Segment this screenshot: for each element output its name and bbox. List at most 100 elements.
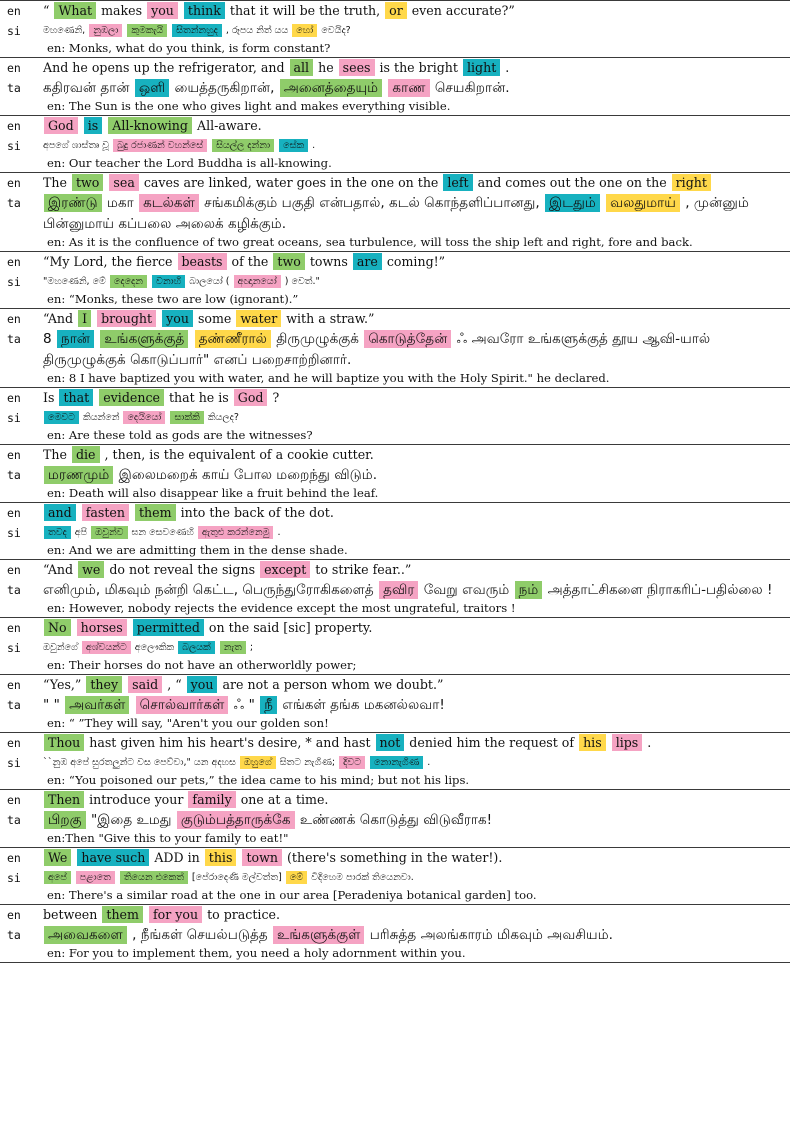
plain-text: இலைமறைக் காய் போல மறைந்து விடும்.	[114, 467, 378, 483]
highlighted-token: தண்ணீரால்	[194, 330, 271, 348]
gloss-row: en: “ ”They will say, "Aren't you our go…	[0, 716, 790, 731]
plain-text: ஃ "	[229, 697, 260, 713]
plain-text	[72, 620, 76, 635]
highlighted-token: අඥානයෝ	[233, 275, 281, 288]
highlighted-token: his	[579, 734, 606, 751]
sentence-text: Thou hast given him his heart's desire, …	[43, 733, 790, 753]
plain-text: between	[43, 907, 102, 922]
plain-text: coming!”	[382, 254, 446, 269]
plain-text	[148, 276, 151, 287]
language-code: en	[7, 448, 21, 462]
plain-text: en: Are these told as gods are the witne…	[47, 428, 313, 442]
highlighted-token: think	[183, 2, 225, 19]
highlighted-token: two	[273, 253, 305, 270]
plain-text: ஃ அவரோ உங்களுக்குத் தூய ஆவி-யால் திருமுழ…	[43, 331, 711, 368]
highlighted-token: Thou	[44, 734, 85, 751]
gloss-row: en: As it is the confluence of two great…	[0, 235, 790, 250]
highlighted-token: ඔවුන්ව	[91, 526, 128, 539]
language-code: si	[7, 526, 21, 540]
language-code: en	[7, 176, 21, 190]
sentence-text: Is that evidence that he is God ?	[43, 388, 790, 408]
plain-text	[77, 505, 81, 520]
highlighted-token: குடும்பத்தாருக்கே	[176, 811, 295, 829]
plain-text: “And	[43, 562, 78, 577]
sentence-row-en: en“And I brought you some water with a s…	[0, 309, 790, 329]
language-code: si	[7, 139, 21, 153]
plain-text: உண்ணக் கொடுத்து விடுவீராக!	[295, 812, 493, 828]
highlighted-token: දිවට	[339, 756, 366, 769]
plain-text: to strike fear..”	[311, 562, 412, 577]
example-group: en“ What makes you think that it will be…	[0, 0, 790, 58]
sentence-text: “Yes,” they said , “ you are not a perso…	[43, 675, 790, 695]
highlighted-token: නුඹලා	[89, 24, 123, 37]
highlighted-token: පළාතෙ	[75, 871, 115, 884]
highlighted-token: they	[86, 676, 123, 693]
sentence-text: அவைகளை , நீங்கள் செயல்படுத்த உங்களுக்குள…	[43, 925, 790, 946]
highlighted-token: have such	[77, 849, 150, 866]
sentence-text: and fasten them into the back of the dot…	[43, 503, 790, 523]
plain-text: ``නුඹ අපේ සුරතලුන්ට වස පෙව්වා," යන අදහස	[43, 757, 239, 768]
plain-text: අපි	[71, 527, 91, 538]
gloss-row: en: Monks, what do you think, is form co…	[0, 41, 790, 56]
gloss-row: en: 8 I have baptized you with water, an…	[0, 371, 790, 386]
plain-text: .	[274, 527, 281, 538]
plain-text	[601, 195, 605, 211]
plain-text: denied him the request of	[405, 735, 579, 750]
highlighted-token: හෝ	[292, 24, 318, 37]
highlighted-token: We	[44, 849, 72, 866]
plain-text: en:Then "Give this to your family to eat…	[47, 831, 289, 845]
sentence-text: எனிமும், மிகவும் நன்றி கெட்ட, பெருந்துரோ…	[43, 580, 790, 601]
example-group: en“And I brought you some water with a s…	[0, 309, 790, 388]
plain-text: that it will be the truth,	[225, 3, 385, 18]
plain-text: யைத்தருகிறான்,	[170, 80, 279, 96]
gloss-row: en: The Sun is the one who gives light a…	[0, 99, 790, 114]
highlighted-token: family	[188, 791, 236, 808]
plain-text: “Yes,”	[43, 677, 86, 692]
plain-text: Is	[43, 390, 59, 405]
example-group: en“My Lord, the fierce beasts of the two…	[0, 252, 790, 309]
highlighted-token: them	[134, 504, 176, 521]
language-code: en	[7, 793, 21, 807]
plain-text: .	[309, 140, 316, 151]
plain-text	[383, 80, 387, 96]
sentence-text: between them for you to practice.	[43, 905, 790, 925]
plain-text	[144, 907, 148, 922]
highlighted-token: සේක	[279, 139, 309, 152]
plain-text	[157, 311, 161, 326]
sentence-row-si: si"මහණෙනි, මේ දෙදෙන වනාහි බාලයෝ ( අඥානයෝ…	[0, 272, 790, 292]
plain-text: All-aware.	[192, 118, 262, 133]
plain-text: විදිහෙම පාරක් තියෙනවා.	[308, 872, 414, 883]
highlighted-token: all	[289, 59, 314, 76]
sentence-text: “My Lord, the fierce beasts of the two t…	[43, 252, 790, 272]
plain-text: .	[501, 60, 510, 75]
plain-text: And he opens up the refrigerator, and	[43, 60, 289, 75]
sentence-row-en: en“ What makes you think that it will be…	[0, 1, 790, 21]
highlighted-token: fasten	[81, 504, 129, 521]
highlighted-token: not	[375, 734, 405, 751]
example-group: en“And we do not reveal the signs except…	[0, 560, 790, 618]
language-code: en	[7, 312, 21, 326]
plain-text: අපගේ ශාස්තෘ වූ	[43, 140, 113, 151]
plain-text: to practice.	[203, 907, 280, 922]
plain-text: even accurate?”	[407, 3, 515, 18]
highlighted-token: except	[260, 561, 311, 578]
sentence-text: en: Death will also disappear like a fru…	[43, 486, 790, 501]
highlighted-token: දෙයියෝ	[123, 411, 166, 424]
plain-text: The	[43, 447, 71, 462]
sentence-text: பிறகு "இதை உமது குடும்பத்தாருக்கே உண்ணக்…	[43, 810, 790, 831]
highlighted-token: beasts	[177, 253, 227, 270]
plain-text: சங்கமிக்கும் பகுதி என்பதால், கடல் கொந்தள…	[199, 195, 545, 211]
plain-text: one at a time.	[236, 792, 329, 807]
language-code: ta	[7, 332, 21, 346]
language-code: en	[7, 4, 21, 18]
language-code: ta	[7, 698, 21, 712]
highlighted-token: නැත	[219, 641, 246, 654]
highlighted-token: water	[236, 310, 282, 327]
plain-text	[216, 642, 219, 653]
